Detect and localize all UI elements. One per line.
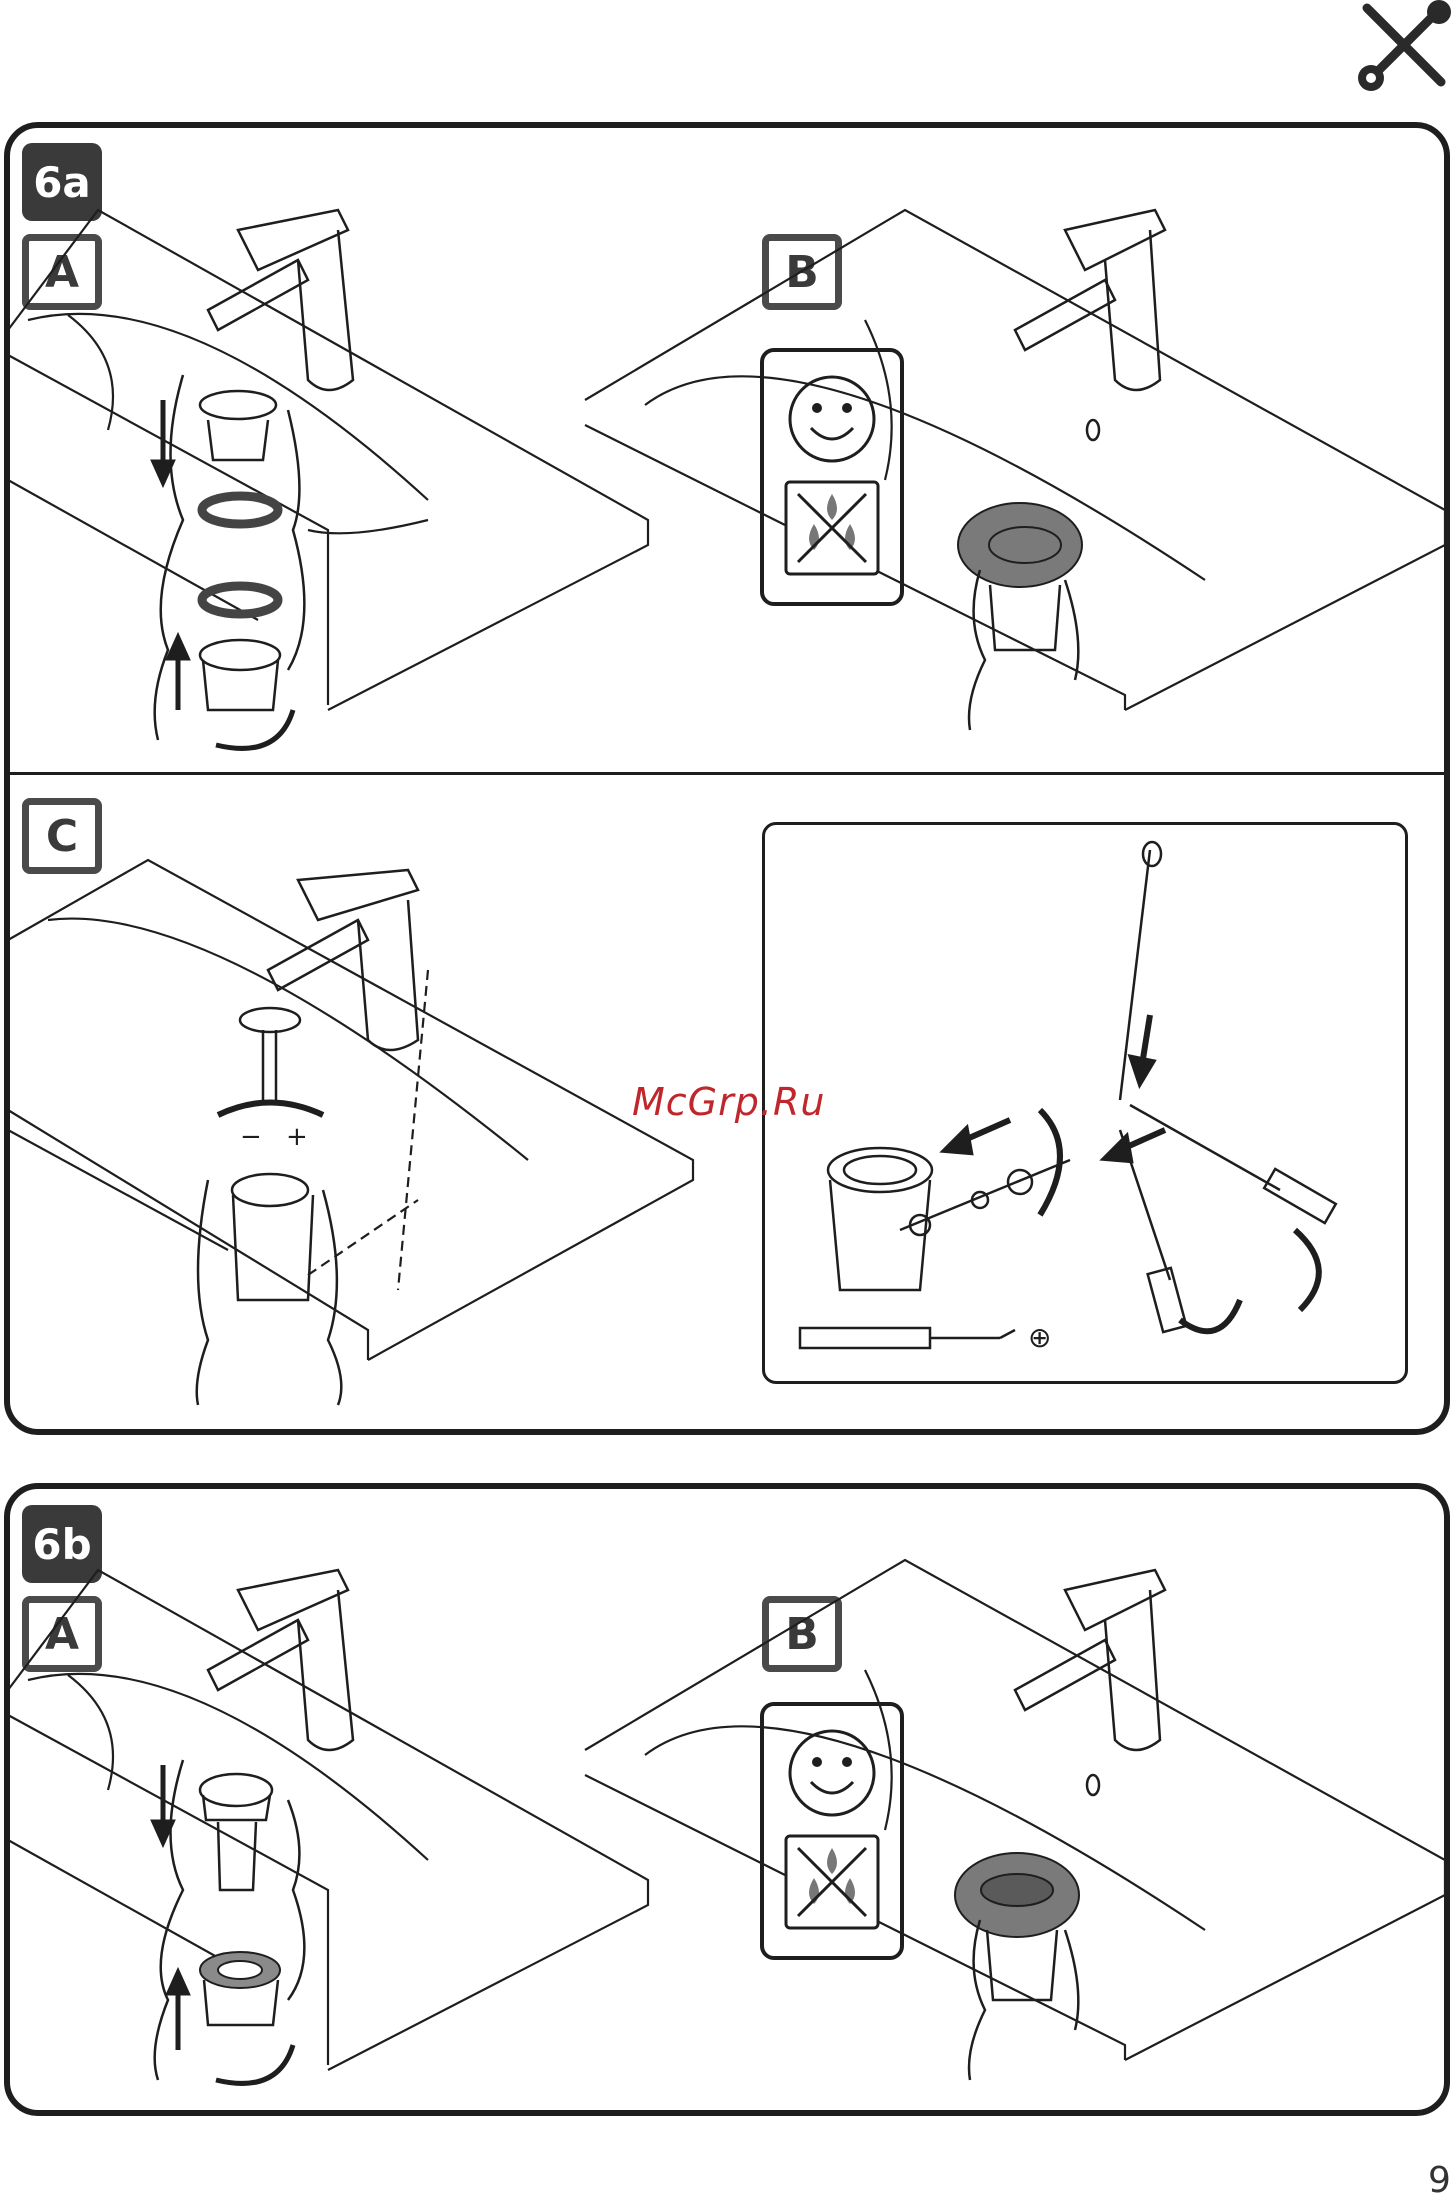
svg-text:+: + <box>286 1122 308 1152</box>
wrench-screwdriver-icon <box>1355 0 1450 95</box>
svg-text:−: − <box>240 1122 262 1152</box>
watermark-text: McGrp.Ru <box>632 1080 825 1124</box>
basin-waste-assembly-illustration <box>8 200 658 770</box>
smiley-face-icon <box>785 1726 879 1820</box>
popup-exploded-detail-illustration: ⊕ <box>770 830 1400 1375</box>
phillips-head-symbol: ⊕ <box>1028 1321 1051 1354</box>
page-number: 9 <box>1428 2160 1451 2201</box>
clicker-leak-check-illustration <box>585 1560 1445 2100</box>
basin-leak-check-illustration <box>585 200 1445 760</box>
no-leak-drops-icon <box>784 480 880 576</box>
popup-rod-assembly-illustration: − + <box>8 860 698 1420</box>
no-leak-drops-icon <box>784 1834 880 1930</box>
step-6a-divider <box>8 772 1444 775</box>
clicker-waste-assembly-illustration <box>8 1560 658 2100</box>
smiley-face-icon <box>785 372 879 466</box>
